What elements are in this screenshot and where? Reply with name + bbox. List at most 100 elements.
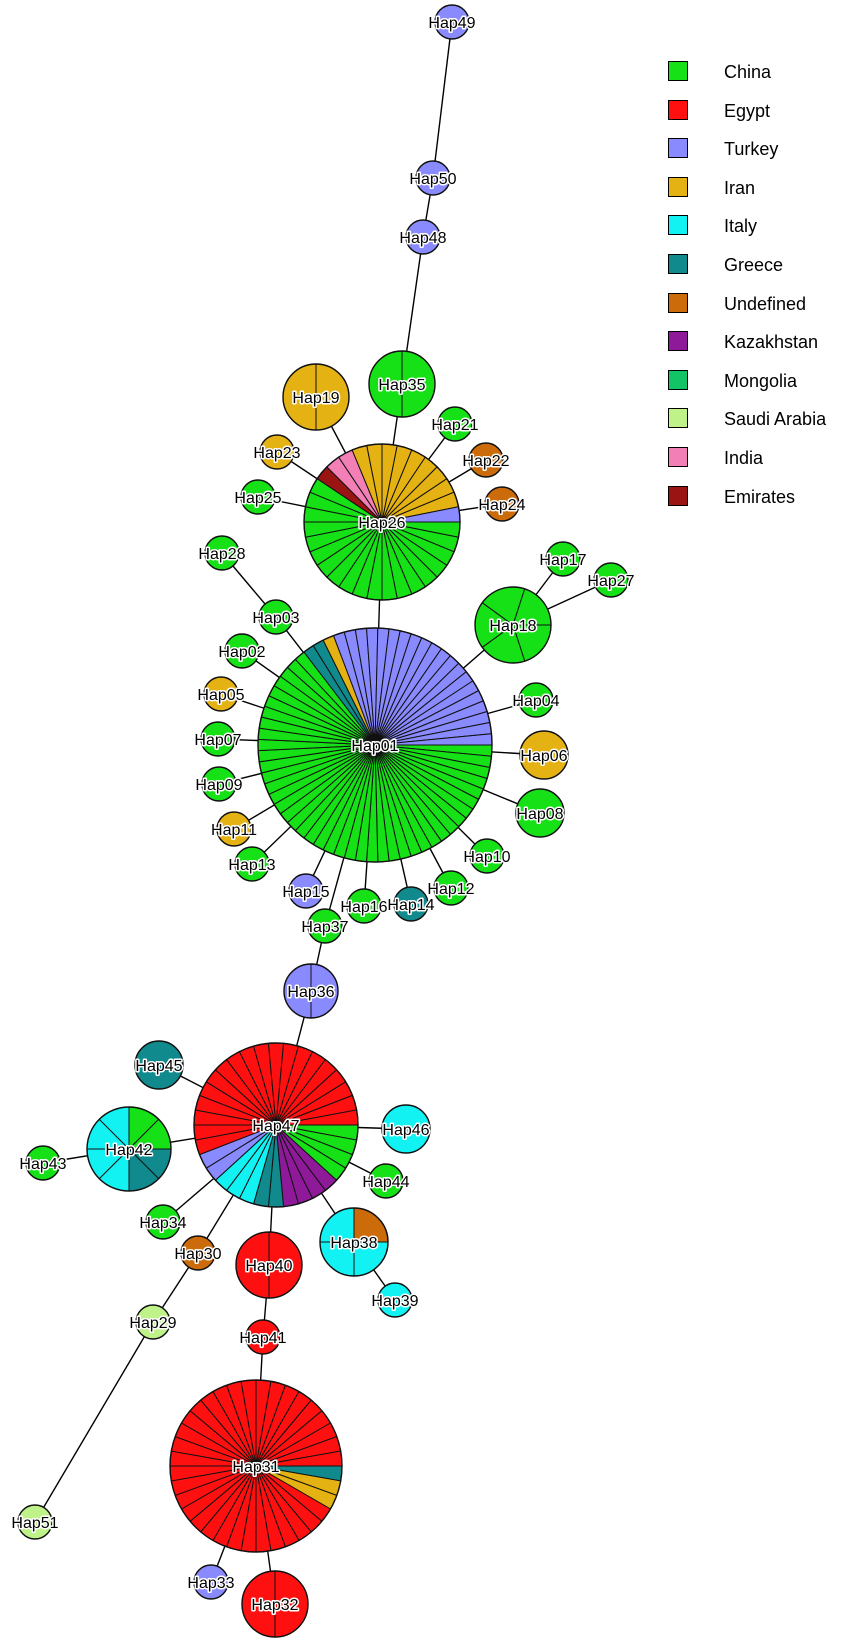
node-outline (169, 1379, 343, 1553)
node-outline (307, 908, 343, 944)
node-hap46: Hap46 (381, 1104, 431, 1154)
node-label: Hap51 (11, 1515, 58, 1532)
node-label: Hap40 (245, 1258, 292, 1275)
node-outline (204, 535, 240, 571)
node-label: Hap37 (301, 919, 348, 936)
node-hap38: Hap38 (319, 1207, 389, 1277)
node-hap10: Hap10 (462, 838, 512, 874)
node-label: Hap43 (19, 1156, 66, 1173)
node-hap37: Hap37 (300, 908, 350, 944)
node-hap24: Hap24 (477, 486, 527, 522)
legend-label: Undefined (724, 293, 807, 314)
node-hap21: Hap21 (430, 406, 480, 442)
legend-item-greece: Greece (668, 251, 850, 290)
node-outline (241, 1570, 309, 1638)
node-hap51: Hap51 (10, 1504, 60, 1540)
node-outline (200, 721, 236, 757)
node-outline (545, 541, 581, 577)
node-hap25: Hap25 (233, 479, 283, 515)
node-label: Hap44 (362, 1174, 409, 1191)
node-label: Hap27 (587, 573, 634, 590)
node-outline (415, 160, 451, 196)
legend-label: Kazakhstan (724, 332, 819, 353)
node-outline (437, 406, 473, 442)
node-outline (193, 1042, 359, 1208)
node-hap05: Hap05 (196, 676, 246, 712)
link-hap51-hap29 (34, 1321, 154, 1523)
node-label: Hap15 (282, 884, 329, 901)
legend-label: Italy (724, 216, 758, 237)
node-hap42: Hap42 (86, 1106, 172, 1192)
node-label: Hap33 (187, 1575, 234, 1592)
node-label: Hap29 (129, 1315, 176, 1332)
node-label: Hap19 (292, 390, 339, 407)
node-outline (393, 886, 429, 922)
node-outline (319, 1207, 389, 1277)
node-hap09: Hap09 (194, 766, 244, 802)
node-label: Hap07 (194, 732, 241, 749)
node-outline (17, 1504, 53, 1540)
node-hap14: Hap14 (386, 886, 436, 922)
node-hap40: Hap40 (235, 1231, 303, 1299)
node-outline (25, 1145, 61, 1181)
legend-swatch (668, 369, 688, 390)
link-hap49-hap50 (432, 21, 453, 179)
node-hap18: Hap18 (474, 586, 552, 664)
node-outline (469, 838, 505, 874)
legend-label: China (724, 62, 772, 82)
node-label: Hap17 (539, 552, 586, 569)
legend-swatch (668, 446, 688, 467)
legend-swatch (668, 408, 688, 429)
node-outline (86, 1106, 172, 1192)
node-label: Hap50 (409, 171, 456, 188)
node-label: Hap42 (105, 1142, 152, 1159)
node-hap02: Hap02 (217, 633, 267, 669)
legend-label: Saudi Arabia (724, 409, 827, 430)
node-outline (258, 599, 294, 635)
node-outline (433, 870, 469, 906)
network-nodes: Hap49Hap50Hap48Hap35Hap19Hap21Hap22Hap23… (10, 4, 636, 1638)
node-label: Hap47 (252, 1118, 299, 1135)
node-label: Hap38 (330, 1235, 377, 1252)
node-label: Hap32 (251, 1597, 298, 1614)
node-outline (201, 766, 237, 802)
node-label: Hap01 (351, 738, 398, 755)
legend-item-egypt: Egypt (668, 97, 850, 136)
node-label: Hap22 (462, 453, 509, 470)
node-label: Hap16 (340, 899, 387, 916)
node-label: Hap13 (228, 857, 275, 874)
node-label: Hap34 (139, 1215, 186, 1232)
node-label: Hap48 (399, 230, 446, 247)
legend-label: Emirates (724, 486, 796, 507)
legend-item-india: India (668, 444, 850, 483)
node-hap19: Hap19 (282, 363, 350, 431)
legend-swatch (668, 253, 688, 274)
node-outline (259, 434, 295, 470)
node-label: Hap28 (198, 546, 245, 563)
node-hap30: Hap30 (173, 1235, 223, 1271)
node-outline (346, 888, 382, 924)
node-hap44: Hap44 (361, 1163, 411, 1199)
node-hap32: Hap32 (241, 1570, 309, 1638)
node-hap45: Hap45 (134, 1040, 184, 1090)
legend-swatch (668, 61, 688, 81)
node-hap16: Hap16 (339, 888, 389, 924)
legend-swatch (668, 292, 688, 313)
legend-label: Greece (724, 254, 784, 275)
node-hap04: Hap04 (511, 682, 561, 718)
node-outline (468, 442, 504, 478)
node-outline (234, 846, 270, 882)
node-label: Hap35 (378, 377, 425, 394)
node-label: Hap10 (463, 849, 510, 866)
legend-swatch (668, 215, 688, 236)
node-hap43: Hap43 (18, 1145, 68, 1181)
node-outline (180, 1235, 216, 1271)
node-label: Hap39 (371, 1293, 418, 1310)
node-outline (257, 627, 493, 863)
legend-item-mongolia: Mongolia (668, 367, 850, 406)
node-hap50: Hap50 (408, 160, 458, 196)
node-outline (368, 350, 436, 418)
legend-swatch (668, 176, 688, 197)
legend-item-saudi-arabia: Saudi Arabia (668, 405, 850, 444)
